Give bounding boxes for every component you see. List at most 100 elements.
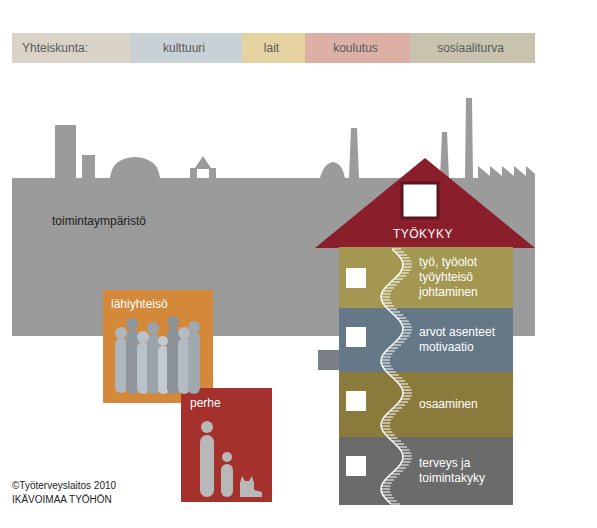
- stair-step: [395, 252, 404, 253]
- stair-step: [386, 435, 395, 436]
- family-box: perhe: [181, 388, 272, 502]
- node-text: terveys ja toimintakyky: [419, 456, 509, 486]
- node-text: lait: [242, 41, 301, 56]
- stair-step: [383, 495, 392, 496]
- stair-step: [403, 264, 412, 265]
- stair-step: [403, 330, 412, 331]
- stair-step: [402, 324, 411, 325]
- stair-step: [388, 285, 397, 286]
- balcony: [318, 350, 339, 370]
- stair-step: [389, 348, 398, 349]
- window: [346, 327, 366, 347]
- stair-step: [390, 411, 399, 412]
- stair-step: [401, 336, 410, 337]
- stair-step: [400, 273, 409, 274]
- stair-step: [381, 423, 390, 424]
- stair-step: [396, 405, 405, 406]
- stair-step: [384, 417, 393, 418]
- stair-step: [401, 258, 410, 259]
- person-head: [115, 327, 127, 339]
- person-figure: [115, 338, 127, 393]
- person-head: [178, 327, 190, 339]
- stair-step: [403, 456, 412, 457]
- stair-step: [395, 444, 404, 445]
- stair-step: [402, 462, 411, 463]
- stair-step: [382, 492, 391, 493]
- person-figure: [137, 342, 149, 394]
- node-text: lähiyhteisö: [111, 297, 209, 312]
- person-head: [126, 318, 138, 330]
- stair-step: [386, 351, 395, 352]
- stair-step: [394, 315, 403, 316]
- node-text: perhe: [190, 396, 268, 411]
- cat-figure: [240, 476, 262, 497]
- person-figure: [178, 338, 190, 394]
- footer-label: IKÄVOIMAA TYÖHÖN: [12, 494, 112, 506]
- roof-title: TYÖKYKY: [315, 227, 531, 242]
- pavilion-opening: [197, 169, 209, 178]
- stair-step: [387, 414, 396, 415]
- stair-step: [383, 291, 392, 292]
- person-head: [167, 316, 179, 328]
- stair-step: [396, 381, 405, 382]
- society-segment: koulutus: [305, 33, 410, 63]
- stair-step: [401, 399, 410, 400]
- stair-step: [382, 486, 391, 487]
- stair-step: [388, 309, 397, 310]
- person-head: [188, 321, 200, 333]
- stair-step: [382, 420, 391, 421]
- person-figure: [147, 334, 160, 394]
- stair-step: [382, 429, 391, 430]
- stair-step: [399, 384, 408, 385]
- stair-step: [385, 480, 394, 481]
- stair-step: [381, 360, 390, 361]
- house-floor: osaaminen: [339, 372, 513, 437]
- child-head: [222, 452, 232, 462]
- stair-step: [400, 321, 409, 322]
- stair-step: [398, 255, 407, 256]
- stair-step: [382, 366, 391, 367]
- stair-step: [401, 387, 410, 388]
- node-text: osaaminen: [419, 397, 509, 412]
- stair-step: [384, 432, 393, 433]
- roof-triangle: TYÖKYKY: [315, 158, 535, 248]
- person-head: [137, 331, 149, 343]
- stair-step: [403, 327, 412, 328]
- stair-step: [398, 447, 407, 448]
- stair-step: [402, 261, 411, 262]
- stair-step: [403, 390, 412, 391]
- adult-head: [201, 421, 213, 433]
- house-floor: arvot asenteet motivaatio: [339, 308, 513, 372]
- stair-step: [394, 279, 403, 280]
- stair-step: [403, 393, 412, 394]
- stair-step: [399, 402, 408, 403]
- stair-step: [397, 276, 406, 277]
- stair-step: [382, 300, 391, 301]
- stair-step: [393, 408, 402, 409]
- stair-step: [383, 303, 392, 304]
- skyline-buildings: [12, 98, 535, 180]
- stair-step: [402, 333, 411, 334]
- stair-step: [398, 339, 407, 340]
- stair-step: [392, 345, 401, 346]
- family-figures: [200, 421, 262, 497]
- roof-window: [402, 183, 438, 218]
- stair-step: [381, 489, 390, 490]
- stair-step: [403, 396, 412, 397]
- person-figure: [126, 330, 139, 394]
- stair-rail: [381, 249, 403, 504]
- person-figure: [158, 346, 169, 394]
- stair-step: [385, 306, 394, 307]
- stair-step: [381, 297, 390, 298]
- node-text: arvot asenteet motivaatio: [419, 325, 509, 355]
- stair-step: [388, 477, 397, 478]
- stair-step: [397, 468, 406, 469]
- society-segment: lait: [242, 33, 305, 63]
- staircase: [381, 249, 412, 504]
- stair-step: [388, 501, 397, 502]
- stair-step: [382, 357, 391, 358]
- footer-label: ©Työterveyslaitos 2010: [12, 480, 116, 492]
- community-people: [115, 316, 200, 394]
- house-floor: terveys ja toimintakyky: [339, 437, 513, 505]
